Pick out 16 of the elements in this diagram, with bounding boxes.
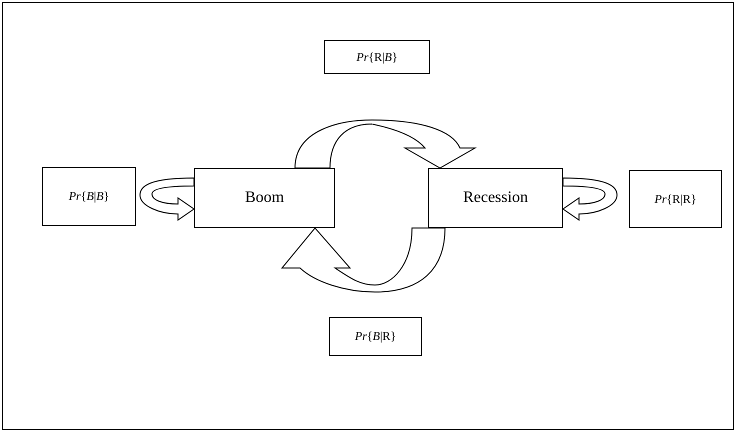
curved-arrow (294, 120, 476, 168)
loop-arrow (562, 178, 618, 220)
probability-box (629, 170, 722, 228)
probability-label: Pr{R|B} (356, 50, 398, 64)
state-label: Boom (244, 189, 284, 207)
probability-box (42, 167, 136, 226)
state-box (194, 168, 335, 228)
probability-label: Pr{B|R} (354, 329, 396, 344)
probability-box (329, 317, 422, 356)
loop-arrow (140, 178, 194, 220)
probability-box (324, 40, 430, 74)
curved-arrow (282, 228, 446, 292)
state-box (428, 168, 563, 228)
probability-label: Pr{B|B} (68, 189, 110, 204)
probability-label: Pr{R|R} (654, 192, 696, 206)
state-label: Recession (463, 189, 528, 207)
